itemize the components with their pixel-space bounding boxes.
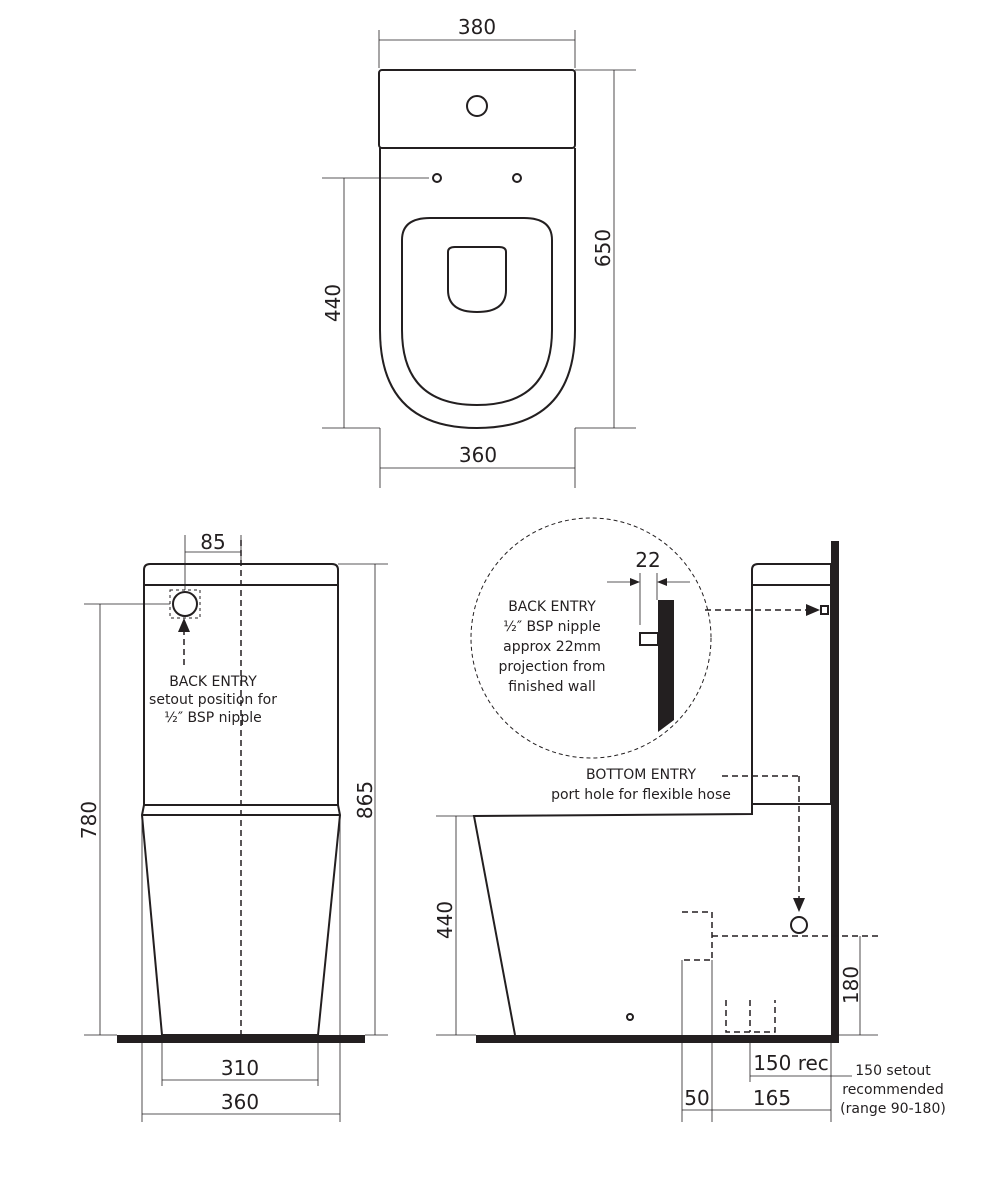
seat-fixing-hole xyxy=(512,173,522,183)
front-view: 85 BACK ENTRY setout position for ½″ BSP… xyxy=(77,530,388,1122)
dim-pan-height: 440 xyxy=(433,901,457,939)
dim-overall-depth: 650 xyxy=(591,229,615,267)
svg-text:BOTTOM ENTRY: BOTTOM ENTRY xyxy=(586,767,696,783)
pan-plan xyxy=(379,148,576,430)
dim-back-entry-height: 780 xyxy=(77,801,101,839)
dim-pan-width-front: 360 xyxy=(221,1090,259,1114)
seat-fixing-hole xyxy=(432,173,442,183)
svg-text:BACK ENTRY: BACK ENTRY xyxy=(169,674,257,690)
finished-wall xyxy=(831,541,839,1041)
svg-text:recommended: recommended xyxy=(842,1082,943,1098)
dim-setout-rec: 150 rec xyxy=(753,1051,829,1075)
dim-wall-offset: 50 xyxy=(684,1086,709,1110)
bowl-opening xyxy=(447,246,507,314)
cistern-plan xyxy=(378,69,576,149)
side-view: 22 BACK ENTRY ½″ BSP nipple approx 22mm … xyxy=(433,517,946,1122)
dim-cistern-width: 380 xyxy=(458,15,496,39)
bottom-entry-port xyxy=(790,916,808,934)
dim-back-entry-offset: 85 xyxy=(200,530,225,554)
svg-text:½″ BSP nipple: ½″ BSP nipple xyxy=(164,710,261,726)
dim-base-width: 310 xyxy=(221,1056,259,1080)
back-entry-nipple xyxy=(172,591,198,617)
cistern-side xyxy=(751,584,832,805)
dim-seat-fixing: 440 xyxy=(321,284,345,322)
svg-text:150 setout: 150 setout xyxy=(855,1063,931,1079)
dim-bottom-entry-height: 180 xyxy=(839,966,863,1004)
dim-setout-range: 165 xyxy=(753,1086,791,1110)
floor-front xyxy=(117,1035,365,1043)
svg-text:BACK ENTRY: BACK ENTRY xyxy=(508,599,596,615)
svg-text:approx 22mm: approx 22mm xyxy=(503,639,601,655)
cistern-lid-front xyxy=(143,563,339,586)
dim-overall-height: 865 xyxy=(353,781,377,819)
detail-callout xyxy=(470,517,712,759)
plan-view: 380 650 440 360 xyxy=(321,15,636,488)
svg-text:projection from: projection from xyxy=(499,659,606,675)
svg-text:port hole for flexible hose: port hole for flexible hose xyxy=(551,787,731,803)
svg-text:setout position for: setout position for xyxy=(149,692,277,708)
flush-button-icon xyxy=(466,95,488,117)
svg-text:finished wall: finished wall xyxy=(508,679,596,695)
dim-nipple-projection: 22 xyxy=(635,548,660,572)
dim-pan-width: 360 xyxy=(459,443,497,467)
seat-plan xyxy=(401,217,553,407)
svg-text:½″ BSP nipple: ½″ BSP nipple xyxy=(503,619,600,635)
svg-text:(range 90-180): (range 90-180) xyxy=(840,1101,946,1117)
floor-side xyxy=(476,1035,839,1043)
pan-side xyxy=(472,803,831,1036)
